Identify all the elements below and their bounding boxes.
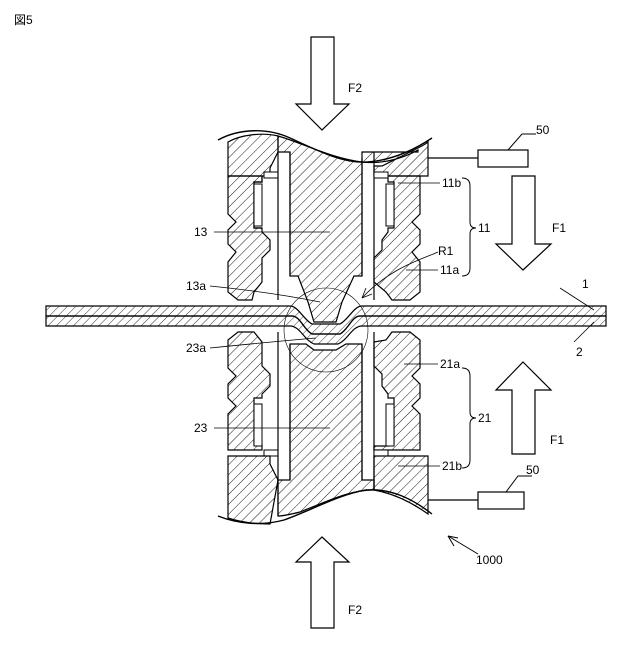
label-sheet-bottom: 2	[576, 345, 583, 359]
lower-inner-left-block	[228, 332, 270, 450]
lower-controller-box	[478, 492, 524, 509]
label-upper-center-punch: 13	[194, 225, 208, 239]
force-arrow-bottom	[296, 537, 349, 628]
upper-inner-left-block	[228, 176, 270, 300]
label-controller-upper: 50	[536, 123, 550, 137]
force-arrow-lower-right	[496, 362, 551, 454]
upper-group-brace	[462, 178, 476, 276]
lower-outer-left-block	[228, 456, 278, 524]
label-force-lower-right: F1	[550, 433, 564, 447]
label-apparatus: 1000	[476, 553, 503, 567]
force-arrow-upper-right	[496, 176, 551, 270]
label-force-top: F2	[348, 81, 362, 95]
label-lower-tip: 23a	[186, 341, 206, 355]
lower-inner-right-block	[374, 332, 420, 450]
label-upper-tip: 13a	[186, 279, 206, 293]
apparatus-pointer	[448, 536, 478, 554]
figure-label: 図5	[14, 13, 33, 27]
label-upper-outer-punch: 11b	[442, 176, 461, 190]
label-radius: R1	[438, 244, 454, 258]
lower-group-brace	[462, 368, 476, 468]
label-lower-inner-punch: 21a	[440, 357, 460, 371]
label-lower-outer-punch: 21b	[442, 459, 462, 473]
label-force-upper-right: F1	[552, 221, 566, 235]
label-controller-lower: 50	[526, 463, 540, 477]
upper-controller-box	[478, 150, 528, 167]
label-lower-group: 21	[478, 411, 492, 425]
force-arrow-top	[296, 37, 349, 130]
label-force-bottom: F2	[348, 603, 362, 617]
label-lower-center-punch: 23	[194, 421, 208, 435]
lower-center-punch	[278, 344, 374, 516]
upper-outer-left-block	[228, 134, 278, 176]
label-upper-inner-punch: 11a	[440, 263, 459, 277]
label-sheet-top: 1	[582, 277, 589, 291]
label-upper-group: 11	[478, 221, 491, 235]
